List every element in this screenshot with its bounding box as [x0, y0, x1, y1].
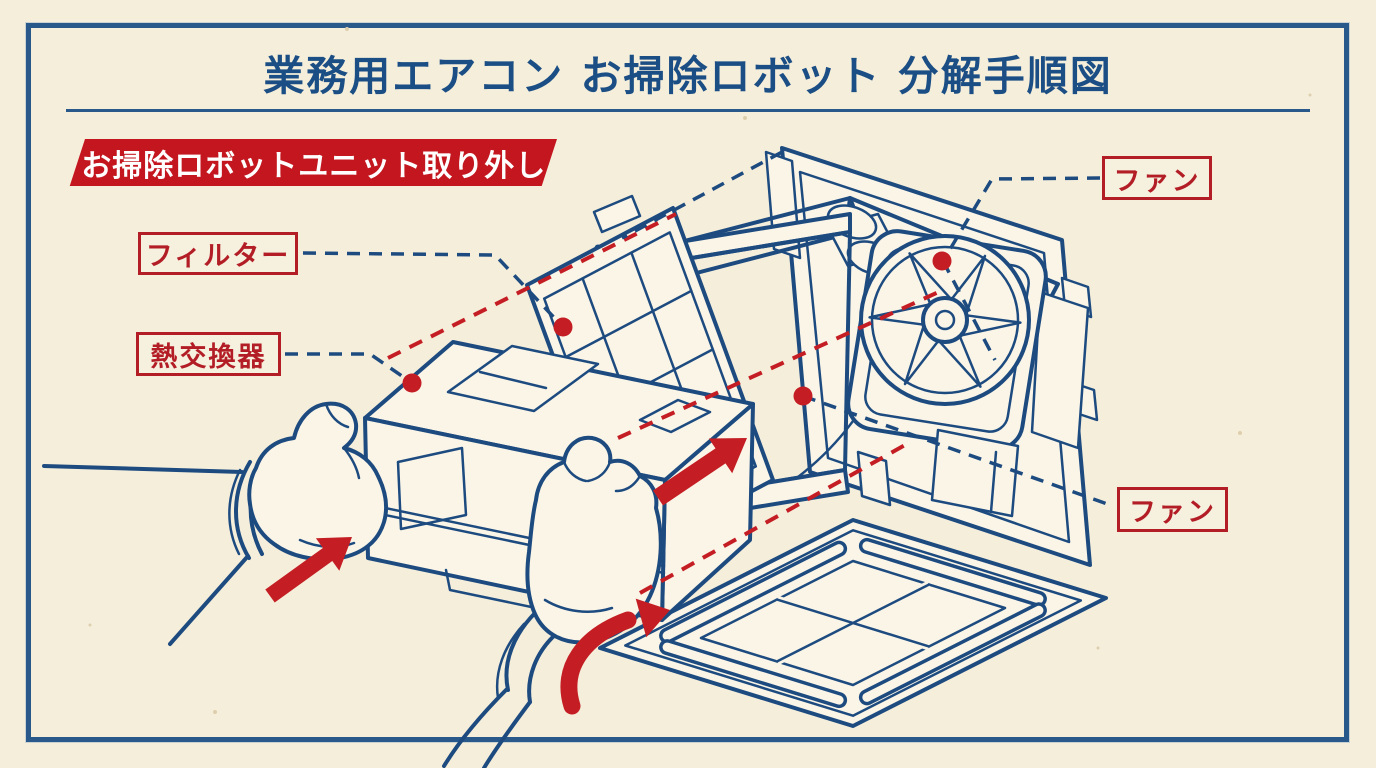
- left-hand: [42, 401, 388, 646]
- label-fan-top: ファン: [1102, 156, 1212, 200]
- left-sleeve: [42, 464, 244, 474]
- red-dashed-line-middle: [617, 288, 944, 440]
- alignment-dashed-lines: [387, 212, 944, 595]
- leader-lines: [285, 150, 1114, 508]
- heat-exchanger-leader-line: [285, 352, 413, 385]
- step-banner-label: お掃除ロボットユニット取り外し: [80, 148, 546, 184]
- ceiling-panel: [598, 518, 1108, 728]
- red-dashed-line-bottom: [639, 443, 906, 595]
- right-cuff: [504, 610, 538, 692]
- right-sleeve: [442, 688, 508, 768]
- fan-bottom-leader-line: [802, 394, 1114, 508]
- fan-top-point: [932, 251, 952, 271]
- page-title: 業務用エアコン お掃除ロボット 分解手順図: [263, 52, 1113, 100]
- label-heat-exchanger: 熱交換器: [136, 332, 281, 376]
- label-filter: フィルター: [138, 232, 298, 275]
- arrow-middle: [653, 438, 747, 506]
- step-banner: お掃除ロボットユニット取り外し: [69, 139, 558, 186]
- red-dashed-line-top: [387, 212, 677, 360]
- intake-grille: [699, 559, 1007, 687]
- point-markers: [402, 251, 952, 406]
- title-underline: [66, 109, 1310, 112]
- filter-point: [553, 317, 573, 337]
- right-hand: [442, 435, 663, 768]
- junction-box: [930, 428, 1020, 518]
- arrow-curved: [560, 611, 637, 715]
- page-border-frame: [26, 23, 1349, 742]
- corner-alignment-dashed-line: [621, 150, 783, 240]
- front-emblem: [396, 446, 468, 531]
- turbo-fan: [859, 234, 1031, 406]
- air-vanes: [659, 537, 1047, 709]
- fan-blades: [868, 252, 1022, 388]
- top-flap: [446, 344, 600, 413]
- fan-bottom-point: [793, 386, 813, 406]
- fan-axis-dashed-line: [941, 260, 997, 361]
- label-fan-bottom: ファン: [1117, 487, 1228, 532]
- direction-arrows: [265, 438, 747, 715]
- top-latch: [638, 398, 712, 434]
- heat-exchanger-point: [402, 373, 422, 393]
- left-cuff: [234, 460, 252, 560]
- arrow-left: [265, 537, 352, 603]
